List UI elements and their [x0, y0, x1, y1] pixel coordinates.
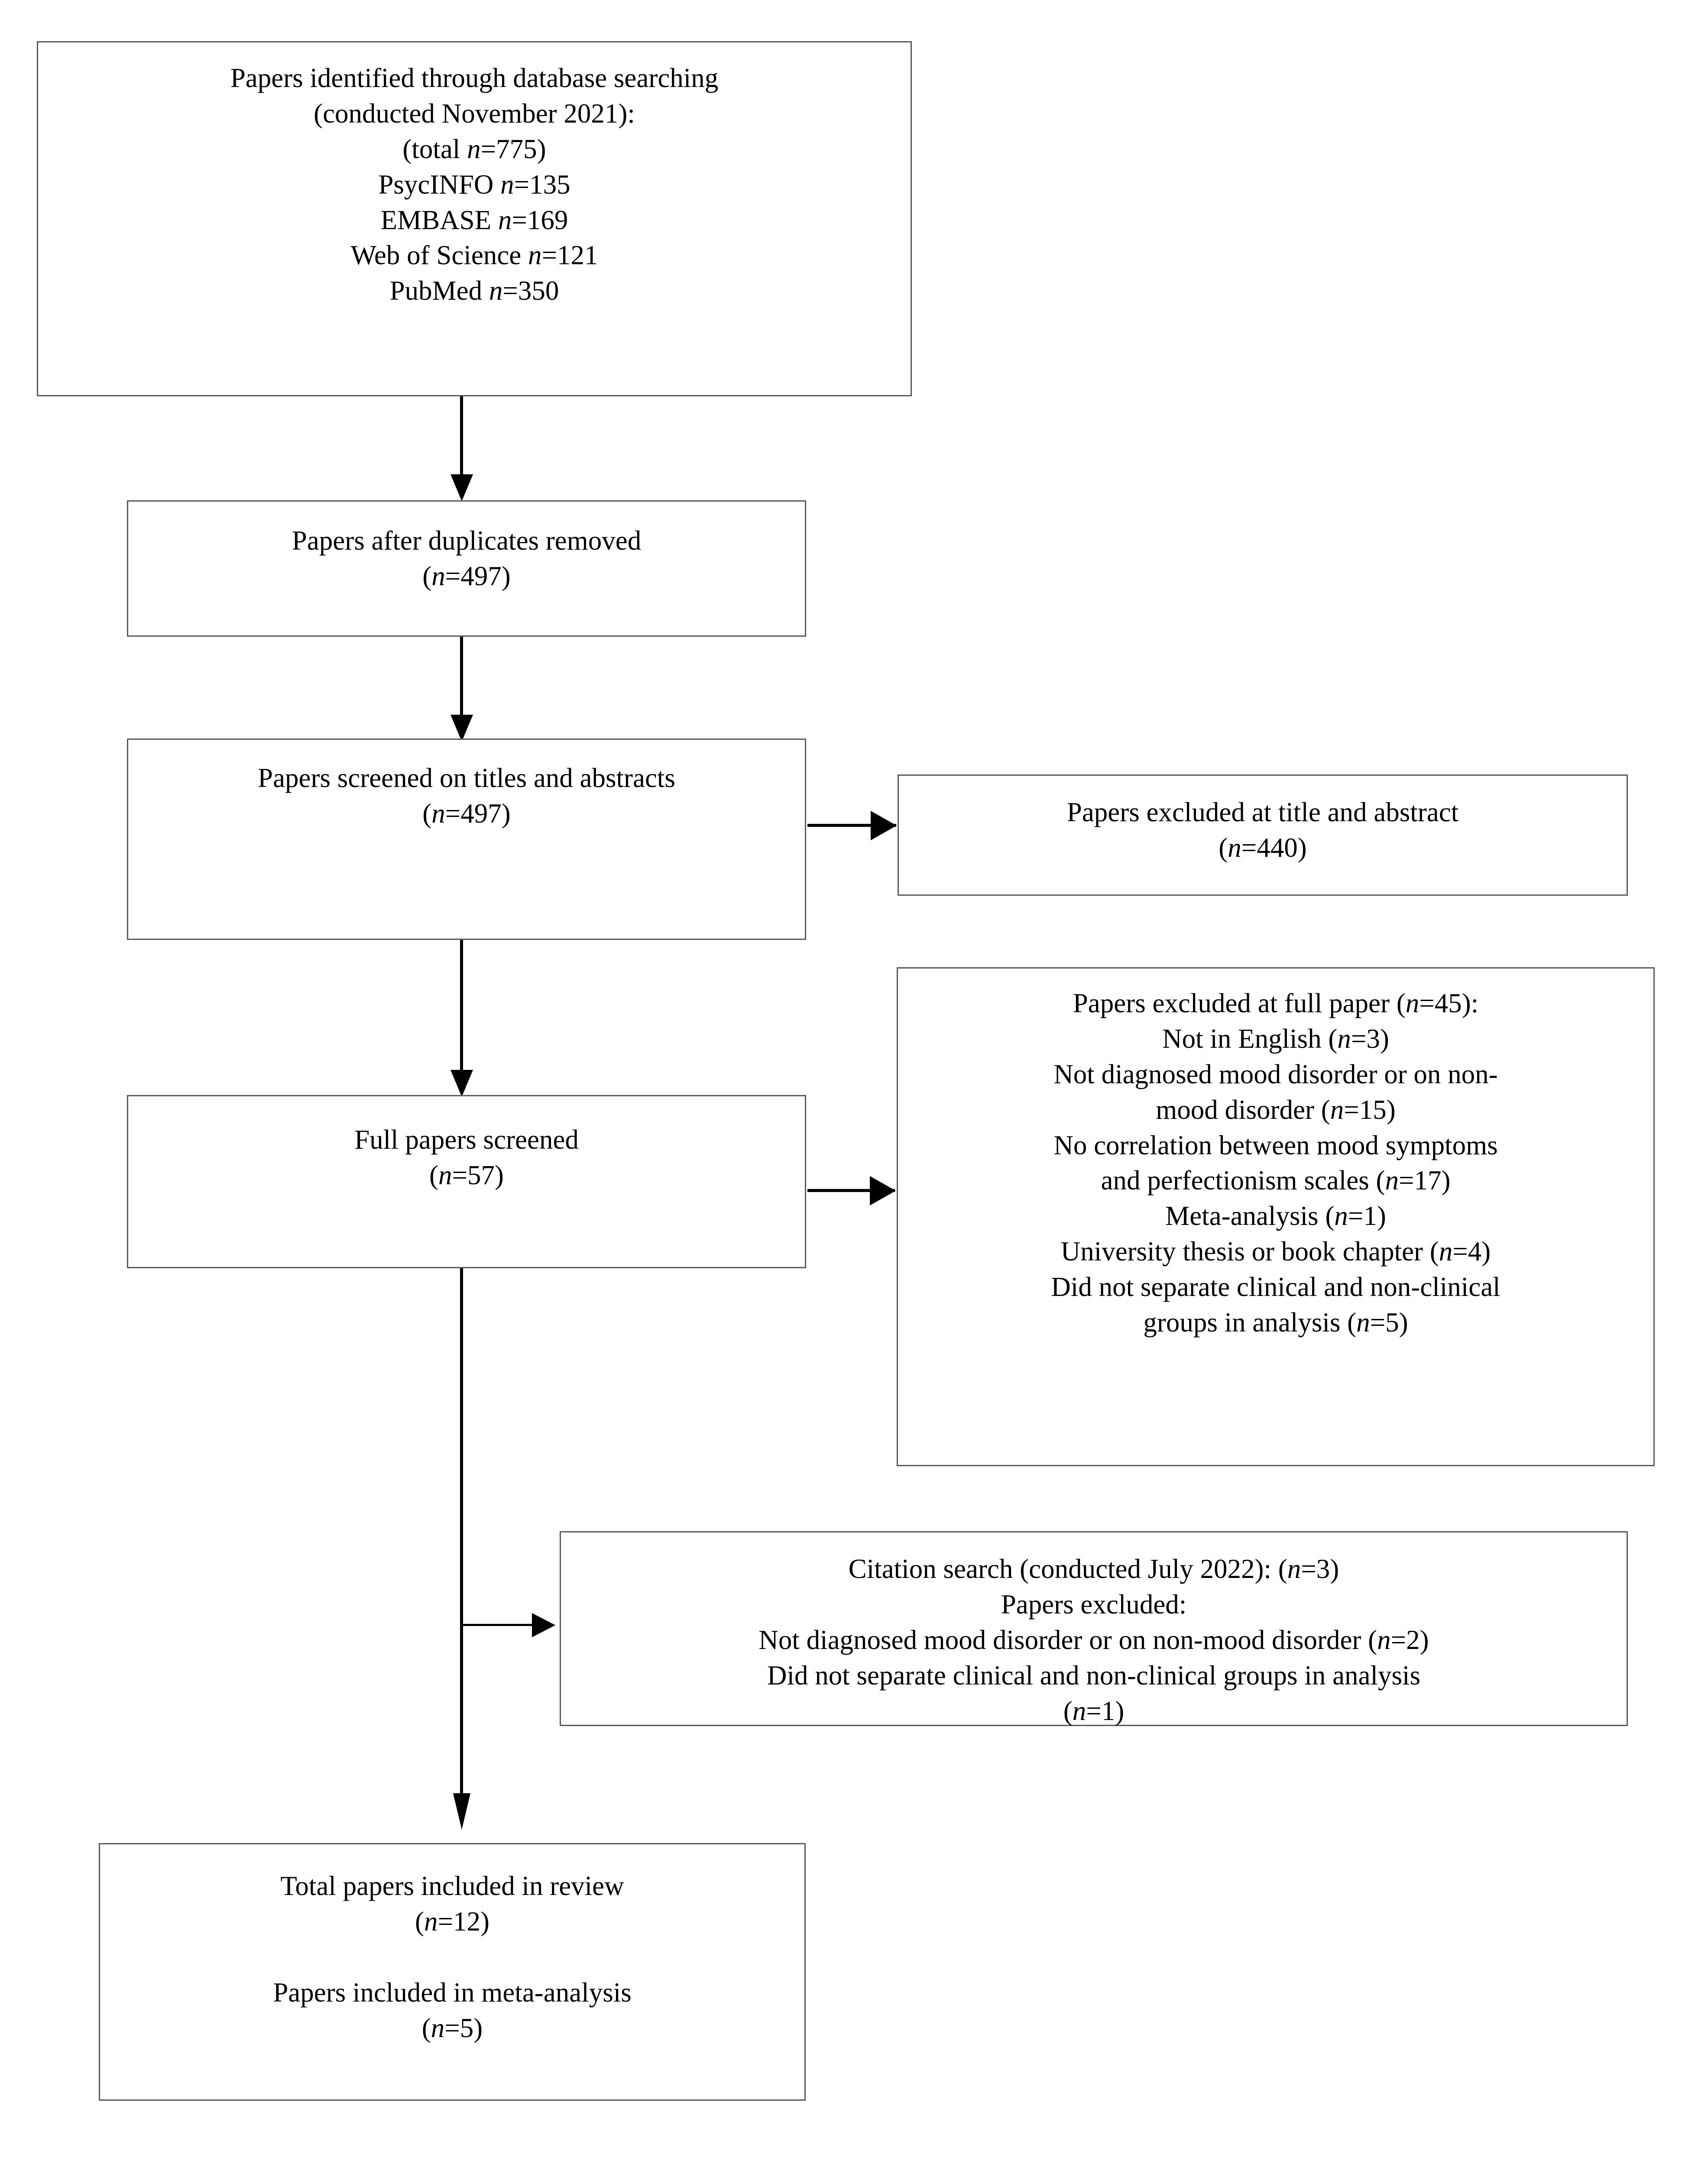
excluded-full-line-3: Not diagnosed mood disorder or on non-	[1053, 1059, 1498, 1089]
included-line-2: (n=12)	[415, 1906, 489, 1937]
papers-excluded-full-paper-box: Papers excluded at full paper (n=45): No…	[897, 967, 1655, 1466]
identified-line-1: Papers identified through database searc…	[230, 63, 719, 93]
connector-full-papers-to-included	[460, 1268, 463, 1812]
excluded-full-line-1: Papers excluded at full paper (n=45):	[1073, 988, 1479, 1018]
citation-line-3: Not diagnosed mood disorder or on non-mo…	[758, 1624, 1429, 1655]
arrow-full-papers-to-included-icon	[453, 1793, 470, 1830]
identified-line-2: (conducted November 2021):	[314, 98, 635, 129]
excluded-full-line-8: University thesis or book chapter (n=4)	[1060, 1236, 1491, 1267]
total-papers-included-text: Total papers included in review (n=12) P…	[100, 1869, 804, 2046]
papers-screened-titles-abstracts-box: Papers screened on titles and abstracts …	[127, 739, 806, 940]
papers-screened-text: Papers screened on titles and abstracts …	[128, 761, 805, 832]
full-papers-screened-box: Full papers screened (n=57)	[127, 1095, 806, 1268]
included-line-4: (n=5)	[421, 2012, 483, 2043]
citation-search-box: Citation search (conducted July 2022): (…	[560, 1531, 1628, 1726]
connector-duplicates-to-screened	[460, 637, 463, 719]
full-papers-line-2: (n=57)	[429, 1160, 504, 1190]
excluded-title-line-2: (n=440)	[1219, 832, 1307, 863]
identified-line-embase: EMBASE n=169	[380, 204, 568, 235]
papers-excluded-title-abstract-text: Papers excluded at title and abstract (n…	[899, 795, 1627, 866]
arrow-identified-to-duplicates-icon	[450, 474, 473, 501]
arrow-duplicates-to-screened-icon	[450, 715, 473, 742]
excluded-full-line-5: No correlation between mood symptoms	[1053, 1130, 1498, 1160]
citation-line-1: Citation search (conducted July 2022): (…	[848, 1554, 1339, 1584]
citation-line-4: Did not separate clinical and non-clinic…	[767, 1660, 1421, 1691]
arrow-trunk-to-citation-search-icon	[532, 1613, 555, 1637]
excluded-full-line-6: and perfectionism scales (n=17)	[1101, 1165, 1451, 1196]
full-papers-line-1: Full papers screened	[354, 1124, 579, 1155]
identified-line-wos: Web of Science n=121	[350, 240, 598, 271]
excluded-full-line-7: Meta-analysis (n=1)	[1165, 1201, 1386, 1231]
excluded-full-line-10: groups in analysis (n=5)	[1143, 1307, 1408, 1338]
citation-line-5: (n=1)	[1063, 1695, 1125, 1726]
duplicates-line-2: (n=497)	[422, 560, 511, 591]
excluded-full-line-4: mood disorder (n=15)	[1156, 1094, 1396, 1125]
identified-line-pubmed: PubMed n=350	[389, 275, 559, 306]
citation-line-2: Papers excluded:	[1001, 1589, 1187, 1620]
connector-full-papers-to-excluded-full	[807, 1189, 895, 1192]
total-papers-included-box: Total papers included in review (n=12) P…	[99, 1843, 806, 2101]
excluded-full-line-9: Did not separate clinical and non-clinic…	[1051, 1272, 1501, 1302]
papers-identified-box: Papers identified through database searc…	[37, 41, 912, 396]
connector-trunk-to-citation-search	[462, 1624, 544, 1626]
connector-screened-to-full-papers	[460, 940, 463, 1083]
connector-screened-to-excluded-title	[807, 824, 896, 827]
duplicates-line-1: Papers after duplicates removed	[292, 525, 642, 556]
papers-identified-text: Papers identified through database searc…	[38, 61, 911, 309]
arrow-screened-to-excluded-title-icon	[871, 811, 897, 840]
arrow-screened-to-full-papers-icon	[450, 1070, 473, 1097]
full-papers-screened-text: Full papers screened (n=57)	[128, 1122, 805, 1193]
citation-search-text: Citation search (conducted July 2022): (…	[561, 1552, 1627, 1729]
arrow-full-papers-to-excluded-full-icon	[870, 1176, 896, 1205]
papers-after-duplicates-box: Papers after duplicates removed (n=497)	[127, 500, 806, 637]
identified-line-total: (total n=775)	[402, 133, 546, 164]
screened-line-1: Papers screened on titles and abstracts	[258, 763, 675, 793]
excluded-title-line-1: Papers excluded at title and abstract	[1066, 797, 1459, 827]
included-line-spacer	[100, 1940, 804, 1975]
identified-line-psycinfo: PsycINFO n=135	[378, 169, 570, 200]
screened-line-2: (n=497)	[422, 798, 511, 829]
included-line-3: Papers included in meta-analysis	[273, 1977, 632, 2008]
included-line-1: Total papers included in review	[280, 1871, 624, 1901]
papers-excluded-title-abstract-box: Papers excluded at title and abstract (n…	[898, 774, 1628, 896]
connector-identified-to-duplicates	[460, 396, 463, 479]
excluded-full-line-2: Not in English (n=3)	[1162, 1023, 1389, 1054]
papers-excluded-full-paper-text: Papers excluded at full paper (n=45): No…	[898, 986, 1653, 1341]
papers-after-duplicates-text: Papers after duplicates removed (n=497)	[128, 523, 805, 594]
